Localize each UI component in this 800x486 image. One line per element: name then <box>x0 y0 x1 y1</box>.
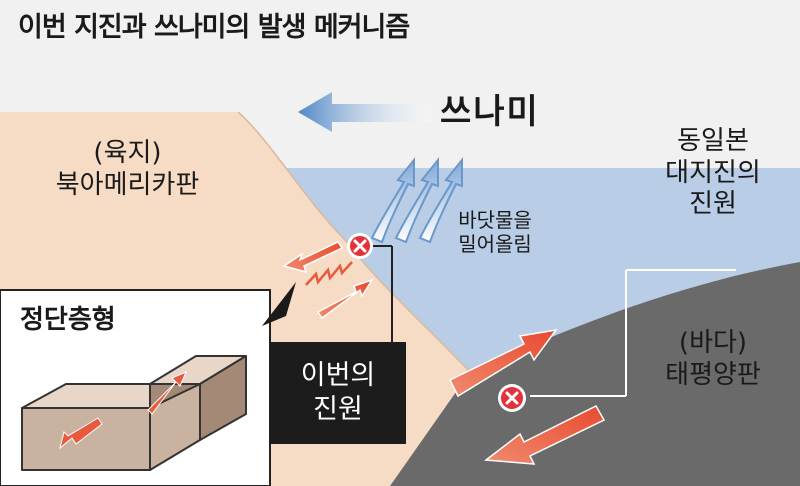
slip-arrow-icon <box>282 241 374 320</box>
pacific-plate-label: (바다) 태평양판 <box>628 328 798 391</box>
japan-epicenter-label-line: 진원 <box>689 189 737 220</box>
fault-slip-arrows <box>59 371 187 450</box>
upward-wave-arrows-icon <box>370 157 463 244</box>
seafloor-uplift-label: 바닷물을 밀어올림 <box>410 208 580 257</box>
north-american-plate-label-line: (육지) <box>93 138 162 168</box>
plate-boundary <box>237 111 471 373</box>
japan-epicenter-marker-icon <box>498 269 736 412</box>
diagram-title: 이번 지진과 쓰나미의 발생 메커니즘 <box>18 12 410 43</box>
pacific-plate-label-line: (바다) <box>678 328 748 358</box>
japan-epicenter-label: 동일본 대지진의 진원 <box>638 126 788 221</box>
this-epicenter-label-line: 이번의 <box>300 360 376 392</box>
tsunami-label: 쓰나미 <box>440 92 540 132</box>
seafloor-uplift-label-line: 밀어올림 <box>458 232 532 257</box>
epicenter-marker-icon <box>347 233 393 344</box>
inset-pointer <box>262 282 296 326</box>
this-epicenter-label: 이번의 진원 <box>270 342 406 444</box>
seafloor-uplift-label-line: 바닷물을 <box>458 208 532 232</box>
japan-epicenter-label-line: 대지진의 <box>665 157 761 188</box>
subduction-arrows <box>448 328 606 465</box>
japan-epicenter-label-line: 동일본 <box>677 126 749 156</box>
this-epicenter-label-line: 진원 <box>313 394 363 425</box>
north-american-plate-label-line: 북아메리카판 <box>55 169 200 200</box>
pacific-plate-label-line: 태평양판 <box>665 359 761 390</box>
tsunami-arrow-icon <box>298 92 432 132</box>
inset-title: 정단층형 <box>20 305 116 335</box>
pacific-plate <box>390 262 800 486</box>
north-american-plate-label: (육지) 북아메리카판 <box>0 138 255 201</box>
